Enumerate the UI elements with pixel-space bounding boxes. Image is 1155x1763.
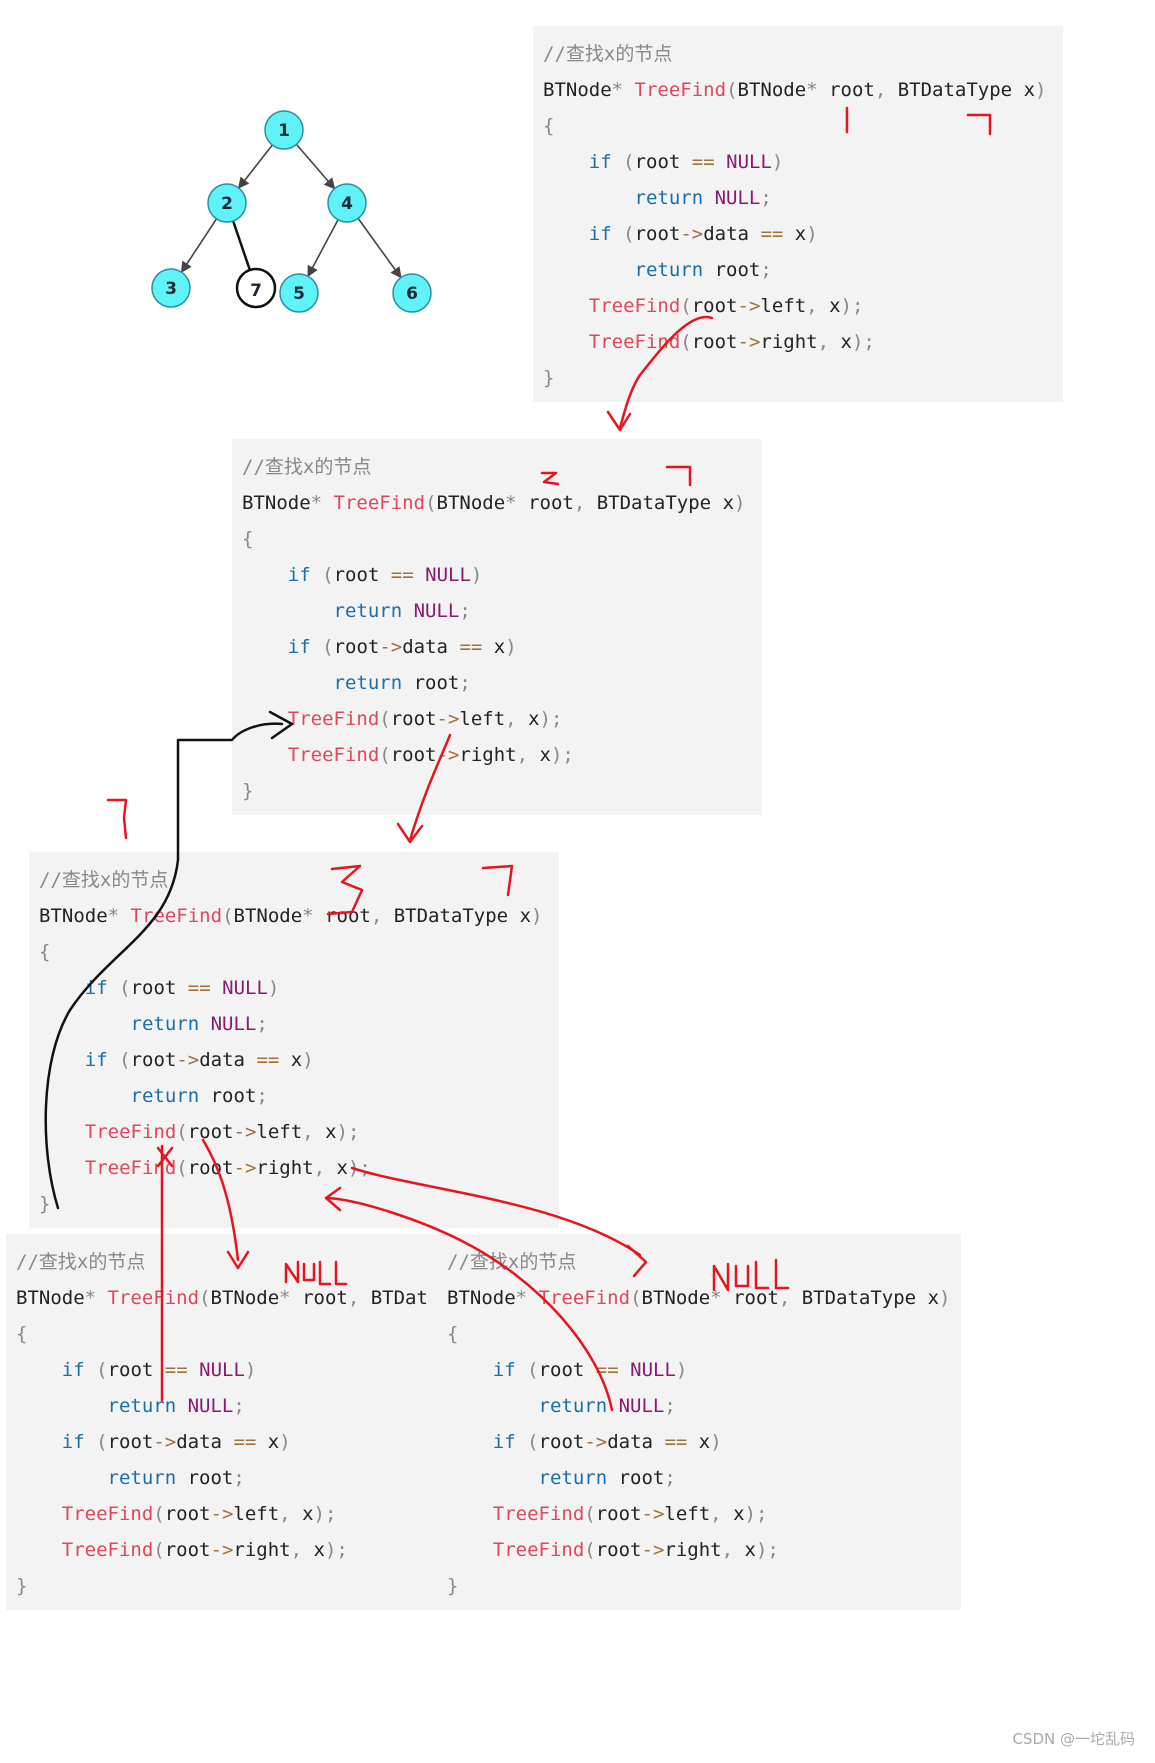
code-line-return-null: return NULL;: [538, 1395, 676, 1417]
tree-node-label-7: 7: [250, 281, 262, 301]
code-block-2: //查找x的节点 BTNode* TreeFind(BTNode* root, B…: [232, 439, 762, 815]
tree-node-1: [264, 110, 304, 150]
binary-tree-diagram: 1 2 4 3 7 5 6: [151, 110, 432, 313]
return-arrow-5-to-3: [326, 1196, 614, 1412]
tree-node-label-5: 5: [293, 284, 305, 304]
code-line-return-root: return root;: [538, 1467, 676, 1489]
code-line-close-brace: }: [16, 1575, 28, 1597]
code-line-signature: BTNode* TreeFind(BTNode* root, BTDataTyp…: [447, 1287, 951, 1309]
code-block-1: //查找x的节点 BTNode* TreeFind(BTNode* root, B…: [533, 26, 1063, 402]
arrowhead-3-to-5: [626, 1244, 648, 1278]
code-line-call-right: TreeFind(root->right, x);: [492, 1539, 779, 1561]
code-line-call-right: TreeFind(root->right, x);: [61, 1539, 348, 1561]
code-line-if-null: if (root == NULL): [588, 151, 784, 173]
code-line-if-data: if (root->data == x): [492, 1431, 722, 1453]
annotation-mark-3: [326, 864, 364, 916]
code-line-open-brace: {: [447, 1323, 459, 1345]
tree-node-7: [235, 267, 277, 309]
code-line-open-brace: {: [39, 941, 51, 963]
tree-node-label-2: 2: [221, 194, 233, 214]
annotation-mark-2: [540, 471, 560, 486]
code-line-call-right: TreeFind(root->right, x);: [588, 331, 875, 353]
tree-node-5: [279, 273, 319, 313]
code-line-call-left: TreeFind(root->left, x);: [61, 1503, 337, 1525]
annotation-mark-7b: [665, 465, 692, 487]
code-line-signature: BTNode* TreeFind(BTNode* root, BTDat: [16, 1287, 428, 1309]
code-line-signature: BTNode* TreeFind(BTNode* root, BTDataTyp…: [39, 905, 543, 927]
code-line-comment: //查找x的节点: [447, 1251, 577, 1273]
annotation-null-left: [284, 1260, 348, 1286]
return-arrow-3-to-2: [44, 722, 284, 1210]
tree-edge-4-5: [307, 219, 339, 278]
code-line-call-left: TreeFind(root->left, x);: [287, 708, 563, 730]
code-line-call-right: TreeFind(root->right, x);: [287, 744, 574, 766]
code-line-return-root: return root;: [634, 259, 772, 281]
arrowhead-1-to-2: [606, 410, 632, 432]
code-line-open-brace: {: [242, 528, 254, 550]
tree-node-3: [151, 268, 191, 308]
code-line-return-null: return NULL;: [333, 600, 471, 622]
call-arrow-3-to-5: [350, 1166, 642, 1257]
code-line-if-null: if (root == NULL): [492, 1359, 688, 1381]
call-arrow-1-to-2: [618, 315, 714, 430]
tree-node-2: [207, 183, 247, 223]
code-line-return-root: return root;: [333, 672, 471, 694]
code-line-comment: //查找x的节点: [39, 869, 169, 891]
tree-node-6: [392, 273, 432, 313]
tree-node-4: [327, 183, 367, 223]
code-line-return-root: return root;: [130, 1085, 268, 1107]
tree-edge-2-3: [180, 218, 218, 274]
code-line-close-brace: }: [447, 1575, 459, 1597]
annotation-null-right: [712, 1258, 790, 1292]
tree-node-label-4: 4: [341, 194, 353, 214]
code-line-open-brace: {: [16, 1323, 28, 1345]
code-line-if-data: if (root->data == x): [84, 1049, 314, 1071]
code-line-close-brace: }: [242, 780, 254, 802]
code-block-4: //查找x的节点 BTNode* TreeFind(BTNode* root, B…: [6, 1234, 444, 1610]
code-line-return-null: return NULL;: [107, 1395, 245, 1417]
code-block-3: //查找x的节点 BTNode* TreeFind(BTNode* root, B…: [29, 852, 559, 1228]
annotation-mark-7: [966, 113, 992, 136]
annotation-mark-7c: [106, 798, 128, 840]
arrowhead-return-5: [324, 1186, 342, 1212]
arrowhead-3-to-4: [226, 1250, 250, 1270]
annotation-mark-7d: [481, 864, 514, 897]
tree-edge-1-2: [238, 144, 273, 189]
code-line-return-null: return NULL;: [634, 187, 772, 209]
call-arrow-3-to-4: [201, 1138, 240, 1262]
code-line-if-null: if (root == NULL): [287, 564, 483, 586]
arrowhead-2-to-3: [396, 822, 424, 844]
code-line-comment: //查找x的节点: [16, 1251, 146, 1273]
tree-edge-2-7: [231, 220, 252, 271]
code-line-if-data: if (root->data == x): [61, 1431, 291, 1453]
code-line-if-data: if (root->data == x): [588, 223, 818, 245]
code-block-5: //查找x的节点 BTNode* TreeFind(BTNode* root, B…: [437, 1234, 961, 1610]
annotation-x: [156, 1146, 174, 1168]
code-line-if-null: if (root == NULL): [61, 1359, 257, 1381]
tree-node-label-6: 6: [406, 284, 418, 304]
code-line-comment: //查找x的节点: [242, 456, 372, 478]
code-line-signature: BTNode* TreeFind(BTNode* root, BTDataTyp…: [543, 79, 1047, 101]
code-line-if-data: if (root->data == x): [287, 636, 517, 658]
code-line-call-left: TreeFind(root->left, x);: [588, 295, 864, 317]
code-line-call-left: TreeFind(root->left, x);: [492, 1503, 768, 1525]
code-line-close-brace: }: [39, 1193, 51, 1215]
code-line-return-null: return NULL;: [130, 1013, 268, 1035]
tree-edge-4-6: [357, 217, 402, 279]
tree-node-label-3: 3: [165, 279, 177, 299]
code-line-call-left: TreeFind(root->left, x);: [84, 1121, 360, 1143]
code-line-signature: BTNode* TreeFind(BTNode* root, BTDataTyp…: [242, 492, 746, 514]
tree-node-label-1: 1: [278, 121, 290, 141]
code-line-open-brace: {: [543, 115, 555, 137]
call-arrow-2-to-3: [408, 733, 452, 842]
code-line-comment: //查找x的节点: [543, 43, 673, 65]
arrowhead-return: [268, 710, 294, 740]
code-line-close-brace: }: [543, 367, 555, 389]
tree-edge-1-4: [295, 143, 336, 190]
code-line-call-right: TreeFind(root->right, x);: [84, 1157, 371, 1179]
code-line-return-root: return root;: [107, 1467, 245, 1489]
watermark-footer: CSDN @一坨乱码: [1012, 1730, 1135, 1748]
